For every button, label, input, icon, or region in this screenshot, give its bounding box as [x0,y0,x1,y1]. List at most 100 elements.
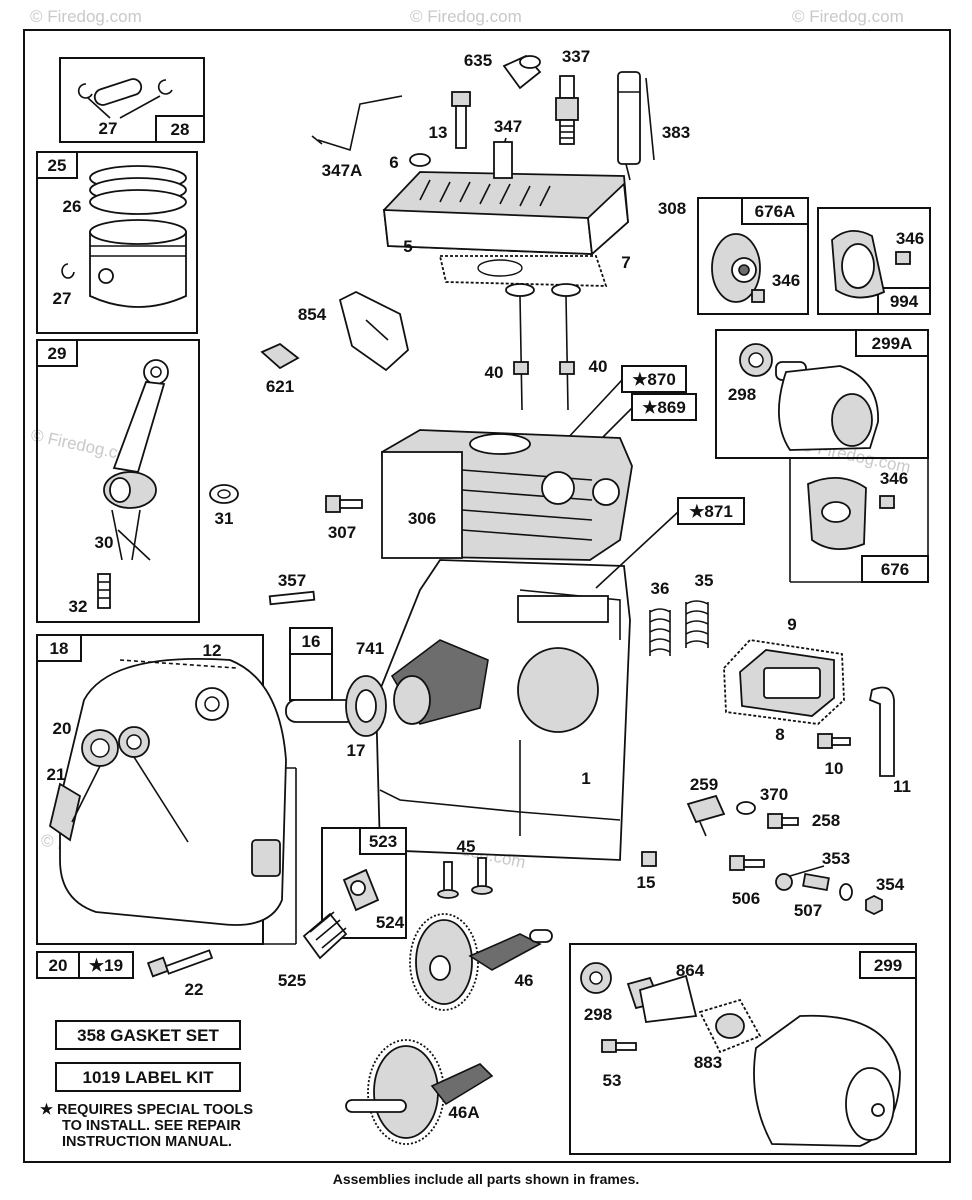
part-7-label: 7 [621,253,630,272]
part-525-label: 525 [278,971,306,990]
part-383-label: 383 [662,123,690,142]
part-13-label: 13 [429,123,448,142]
leader-870 [565,379,623,441]
callout-870-tag [621,365,687,393]
callout-869-label: ★869 [642,398,686,417]
frame-16-tag [289,627,333,655]
part-258-label: 258 [812,811,840,830]
special-tools-note-line1: ★ REQUIRES SPECIAL TOOLS [40,1102,253,1118]
muffler-994-illustration [831,230,911,299]
part-10-label: 10 [825,759,844,778]
frame-29-label: 29 [48,344,67,363]
label-kit-box [55,1062,241,1092]
part-308-label: 308 [658,199,686,218]
valve-40-illustration [505,283,581,411]
part-506-label: 506 [732,889,760,908]
cam-gear-46-illustration [409,913,553,1011]
bracket-259-illustration [686,794,726,837]
part-26-label: 26 [63,197,82,216]
part-21-label: 21 [47,765,66,784]
part-259-label: 259 [690,775,718,794]
part-883-label: 883 [694,1053,722,1072]
frame-299a [715,329,929,459]
part-357-label: 357 [278,571,306,590]
part-27-label: 27 [99,119,118,138]
valve-spring-35-illustration [685,600,709,648]
frame-676-label: 676 [881,560,909,579]
frame-19-label: ★19 [89,956,123,975]
muffler-299a-illustration [739,343,879,451]
ignition-383-illustration [617,71,655,181]
spark-plug-boot-635-illustration [502,54,542,90]
governor-523-illustration [342,868,380,912]
frame-29-tag [36,339,78,367]
frame-28-label: 28 [171,120,190,139]
frame-676a-label: 676A [755,202,796,221]
connecting-rod-illustration [97,359,169,609]
bolt-22-illustration [146,949,214,978]
frame-299a-label: 299A [872,334,913,353]
part-46a-label: 46A [448,1103,479,1122]
part-337-label: 337 [562,47,590,66]
part-36-label: 36 [651,579,670,598]
part-306-label: 306 [408,509,436,528]
part-27b-label: 27 [53,289,72,308]
part-15-label: 15 [637,873,656,892]
watermark: © Firedog.com [410,7,522,26]
frame-28 [59,57,205,143]
part-40a-label: 40 [485,363,504,382]
watermark: © Firedog.com [30,7,142,26]
gasket-set-box [55,1020,241,1050]
plug-15-illustration [641,851,657,867]
screw-506-illustration [729,855,765,871]
part-354-label: 354 [876,875,905,894]
piston-pin-illustration [77,78,173,119]
part-1-label: 1 [581,769,590,788]
frame-25 [36,151,198,334]
frame-20-label: 20 [49,956,68,975]
part-864-label: 864 [676,961,705,980]
washer-353b-illustration [839,883,853,901]
clip-621-illustration [260,342,300,370]
part-40b-label: 40 [589,357,608,376]
watermark: © Firedog.com [792,7,904,26]
special-tools-note-line3: INSTRUCTION MANUAL. [62,1134,232,1150]
crankcase-cover-illustration [48,657,287,926]
cylinder-head-308-illustration [382,141,629,256]
diagram-border [23,29,951,1163]
part-621-label: 621 [266,377,294,396]
part-46-label: 46 [515,971,534,990]
callout-871-tag [677,497,745,525]
screw-10-illustration [817,733,851,749]
washer-31-illustration [209,484,239,504]
screw-258-illustration [767,813,799,829]
part-370-label: 370 [760,785,788,804]
frame-19-tag [78,951,134,979]
piston-illustration [89,165,187,308]
frame-676-tag [861,555,929,583]
leader-353 [789,865,825,877]
washer-6-illustration [409,153,431,167]
label-kit-label: 1019 LABEL KIT [82,1068,214,1087]
part-32-label: 32 [69,597,88,616]
part-353-label: 353 [822,849,850,868]
frame-299 [569,943,917,1155]
frame-16-label: 16 [302,632,321,651]
deflector-676-illustration [807,477,895,550]
bolt-13-illustration [451,91,471,149]
part-524-label: 524 [376,913,405,932]
part-17-label: 17 [347,741,366,760]
part-298a-label: 298 [728,385,756,404]
frame-18-label: 18 [50,639,69,658]
frame-676a-tag [741,197,809,225]
frame-25-tag [36,151,78,179]
frame-28-tag [155,115,205,143]
part-347-label: 347 [494,117,522,136]
frame-299-tag [859,951,917,979]
footer-note: Assemblies include all parts shown in fr… [333,1171,640,1187]
part-35-label: 35 [695,571,714,590]
cam-gear-46a-illustration [345,1039,494,1145]
breather-tube-11-illustration [868,686,895,777]
part-741-label: 741 [356,639,384,658]
